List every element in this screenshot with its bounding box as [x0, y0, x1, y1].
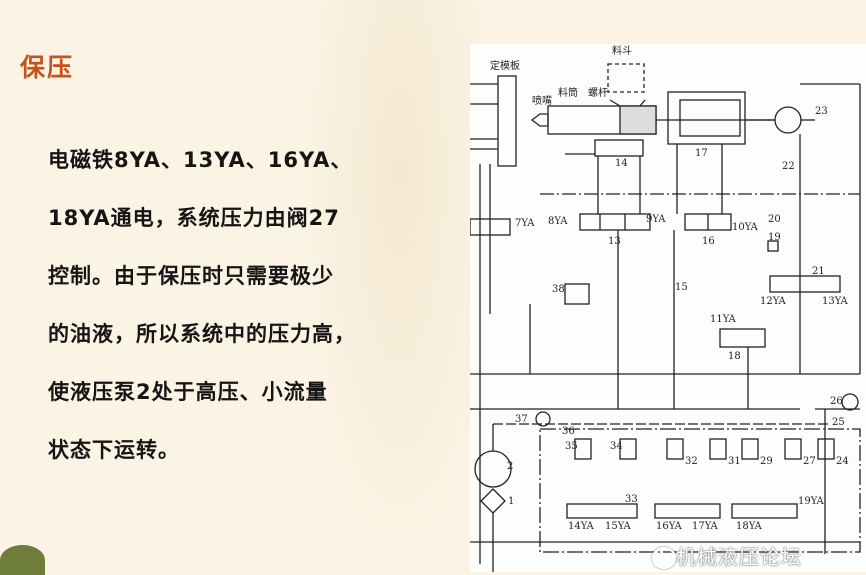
- label-13: 13: [608, 236, 621, 247]
- filter-1: [480, 488, 506, 514]
- label-9ya: 9YA: [646, 214, 666, 225]
- label-24: 24: [836, 456, 849, 467]
- fixed-platen-shape: [497, 75, 517, 167]
- label-20: 20: [768, 214, 781, 225]
- valve-18: [719, 328, 766, 348]
- motor-23: [774, 106, 802, 134]
- label-27: 27: [803, 456, 816, 467]
- label-17: 17: [695, 148, 708, 159]
- wechat-icon: [652, 547, 676, 569]
- mascot-decoration: [0, 545, 45, 575]
- label-14ya: 14YA: [568, 521, 595, 532]
- label-hopper: 料斗: [612, 44, 632, 57]
- label-35: 35: [565, 441, 578, 452]
- cylinder-17: [667, 91, 746, 145]
- label-2: 2: [507, 461, 513, 472]
- label-26: 26: [830, 396, 843, 407]
- label-22: 22: [782, 161, 795, 172]
- valve-21: [769, 275, 841, 293]
- relief-valve-bank: [574, 438, 835, 460]
- valve-17ya: [654, 503, 721, 519]
- label-7ya: 7YA: [515, 218, 535, 229]
- slide-title: 保压: [20, 53, 75, 82]
- valve-7ya: [470, 218, 511, 236]
- label-13ya: 13YA: [822, 296, 849, 307]
- gauge-37: [535, 411, 551, 427]
- label-15: 15: [675, 282, 688, 293]
- circuit-svg: 定模板 喷嘴 料筒 螺杆 料斗 14 17 23 22 20 7YA 8YA 9…: [470, 44, 861, 572]
- body-line: 控制。由于保压时只需要极少: [48, 264, 334, 288]
- label-screw: 螺杆: [588, 87, 608, 99]
- label-barrel: 料筒: [558, 86, 578, 99]
- body-line: 状态下运转。: [48, 438, 180, 462]
- label-36: 36: [562, 426, 575, 437]
- label-10ya: 10YA: [732, 222, 759, 233]
- label-fixed-platen: 定模板: [490, 59, 520, 72]
- label-32: 32: [685, 456, 698, 467]
- label-18ya: 18YA: [736, 521, 763, 532]
- check-valve-19: [767, 240, 779, 252]
- label-11ya: 11YA: [710, 314, 737, 325]
- valve-33: [566, 503, 638, 519]
- label-16: 16: [702, 236, 715, 247]
- cylinder-14: [594, 139, 644, 157]
- valve-13: [579, 213, 651, 231]
- label-31: 31: [728, 456, 741, 467]
- body-line: 18YA通电，系统压力由阀27: [48, 206, 340, 230]
- hydraulic-circuit-diagram: 定模板 喷嘴 料筒 螺杆 料斗 14 17 23 22 20 7YA 8YA 9…: [470, 44, 866, 572]
- label-37: 37: [515, 414, 528, 425]
- label-12ya: 12YA: [760, 296, 787, 307]
- label-38: 38: [552, 284, 565, 295]
- label-16ya: 16YA: [656, 521, 683, 532]
- slide-body: 电磁铁8YA、13YA、16YA、 18YA通电，系统压力由阀27 控制。由于保…: [48, 140, 448, 488]
- label-15ya: 15YA: [605, 521, 632, 532]
- label-8ya: 8YA: [548, 216, 568, 227]
- label-34: 34: [610, 441, 623, 452]
- body-line: 的油液，所以系统中的压力高，: [48, 322, 356, 346]
- screw-shape: [619, 105, 657, 135]
- label-33: 33: [625, 494, 638, 505]
- label-nozzle: 喷嘴: [532, 95, 552, 107]
- relief-valve-38: [564, 283, 590, 305]
- label-19: 19: [768, 232, 781, 243]
- label-29: 29: [760, 456, 773, 467]
- label-17ya: 17YA: [692, 521, 719, 532]
- body-line: 电磁铁8YA、13YA、16YA、: [48, 148, 353, 172]
- watermark-text: 机械液压论坛: [676, 545, 802, 569]
- label-25: 25: [832, 417, 845, 428]
- label-1: 1: [508, 496, 514, 507]
- label-23: 23: [815, 106, 828, 117]
- label-21: 21: [812, 266, 825, 277]
- gauge-26: [841, 393, 859, 411]
- label-18: 18: [728, 351, 741, 362]
- hopper-shape: [607, 63, 645, 93]
- label-19ya: 19YA: [798, 496, 825, 507]
- body-line: 使液压泵2处于高压、小流量: [48, 380, 328, 404]
- valve-19ya: [731, 503, 798, 519]
- label-14: 14: [615, 158, 628, 169]
- background-decoration: [300, 0, 500, 572]
